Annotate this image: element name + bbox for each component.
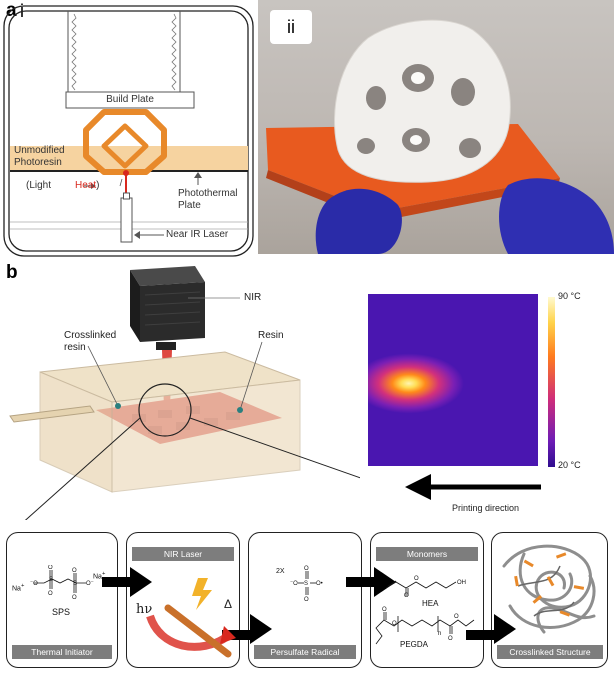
crosslink-nodes: [514, 552, 585, 617]
delta-symbol: Δ: [224, 597, 233, 611]
radical-prefix: 2X: [276, 568, 285, 575]
svg-text:O: O: [72, 568, 77, 574]
printing-vat-illustration: [9, 266, 360, 520]
colorbar-min-label: 20 °C: [558, 460, 581, 470]
white-lattice: [334, 19, 511, 183]
svg-text:O⁻: O⁻: [86, 581, 94, 587]
printed-octagon: [83, 109, 167, 175]
heat-swirl-arrow: [146, 614, 231, 651]
svg-text:O•: O•: [316, 581, 323, 587]
resin-layer: [10, 146, 248, 170]
svg-text:O: O: [48, 591, 53, 597]
label-thermal-initiator: Thermal Initiator: [12, 645, 112, 659]
label-crosslinked-structure: Crosslinked Structure: [497, 645, 603, 659]
nir-reaction-visual: [146, 578, 236, 658]
svg-text:O: O: [304, 597, 309, 603]
printing-direction-arrow: [405, 474, 541, 500]
lightning-icon: [192, 578, 212, 610]
label-nir: NIR: [244, 292, 262, 303]
sps-na-1: Na+: [12, 583, 25, 593]
label-near-ir-laser: Near IR Laser: [166, 229, 229, 240]
label-nir-laser-step: NIR Laser: [132, 547, 234, 561]
heated-rod: [164, 604, 232, 658]
rail-wave-left: [71, 13, 77, 91]
svg-text:⁻O: ⁻O: [30, 581, 38, 587]
svg-text:S: S: [49, 577, 53, 583]
svg-text:O: O: [414, 576, 419, 582]
label-photothermal-plate: Photothermal Plate: [178, 188, 238, 211]
label-monomers: Monomers: [376, 547, 478, 561]
hea-structure: O O OH: [385, 576, 466, 598]
label-persulfate-radical: Persulfate Radical: [254, 645, 356, 659]
rail-wave-right: [171, 13, 177, 91]
sps-na-2: Na+: [93, 571, 106, 581]
label-crosslinked-resin: Crosslinked resin: [64, 330, 117, 353]
zoom-circle: [138, 383, 192, 437]
glove-right: [499, 178, 614, 254]
colorbar-max-label: 90 °C: [558, 291, 581, 301]
svg-text:O: O: [48, 565, 53, 571]
panel-b-letter: b: [6, 262, 18, 283]
glove-left: [315, 188, 402, 254]
crosslinked-network: [502, 544, 596, 634]
svg-text:O: O: [382, 607, 387, 613]
svg-text:O: O: [392, 621, 397, 627]
svg-text:S: S: [73, 581, 77, 587]
pegda-label: PEGDA: [400, 640, 429, 649]
label-printing-direction: Printing direction: [452, 503, 520, 513]
sulfate-radical-structure: ⁻O S O• O O: [290, 566, 323, 603]
sps-structure: ⁻O O O S S O O O⁻: [30, 565, 94, 601]
label-build-plate: Build Plate: [106, 94, 154, 105]
build-plate: [65, 91, 195, 109]
svg-text:O: O: [404, 593, 409, 598]
label-unmodified-photoresin: Unmodified Photoresin: [14, 145, 65, 168]
svg-text:O: O: [448, 636, 453, 642]
label-light: (Light: [26, 180, 52, 191]
svg-text:S: S: [304, 581, 308, 587]
sps-name: SPS: [52, 607, 71, 617]
pegda-structure: O O O O: [375, 607, 475, 645]
hv-symbol: hν: [136, 602, 153, 617]
panel-a-schematic: [3, 5, 254, 257]
svg-text:O: O: [72, 595, 77, 601]
label-resin: Resin: [258, 330, 284, 341]
photo-printed-lattice: ii: [258, 0, 614, 254]
panel-a-sub-ii: ii: [270, 10, 312, 44]
thermal-map: [368, 294, 538, 466]
label-light-heat: (Light Heat): [26, 180, 99, 192]
label-heat: Heat: [75, 180, 97, 191]
nir-laser-device: [130, 266, 205, 350]
hea-label: HEA: [422, 599, 439, 608]
svg-text:⁻O: ⁻O: [290, 581, 298, 587]
step-arrows: [102, 567, 516, 644]
svg-text:O: O: [454, 614, 459, 620]
pegda-n: n: [438, 631, 442, 637]
thermal-colorbar: [548, 297, 555, 467]
laser-emitter: [120, 197, 133, 243]
svg-text:OH: OH: [457, 580, 466, 586]
svg-text:O: O: [304, 566, 309, 572]
label-close-paren: ): [96, 180, 100, 191]
